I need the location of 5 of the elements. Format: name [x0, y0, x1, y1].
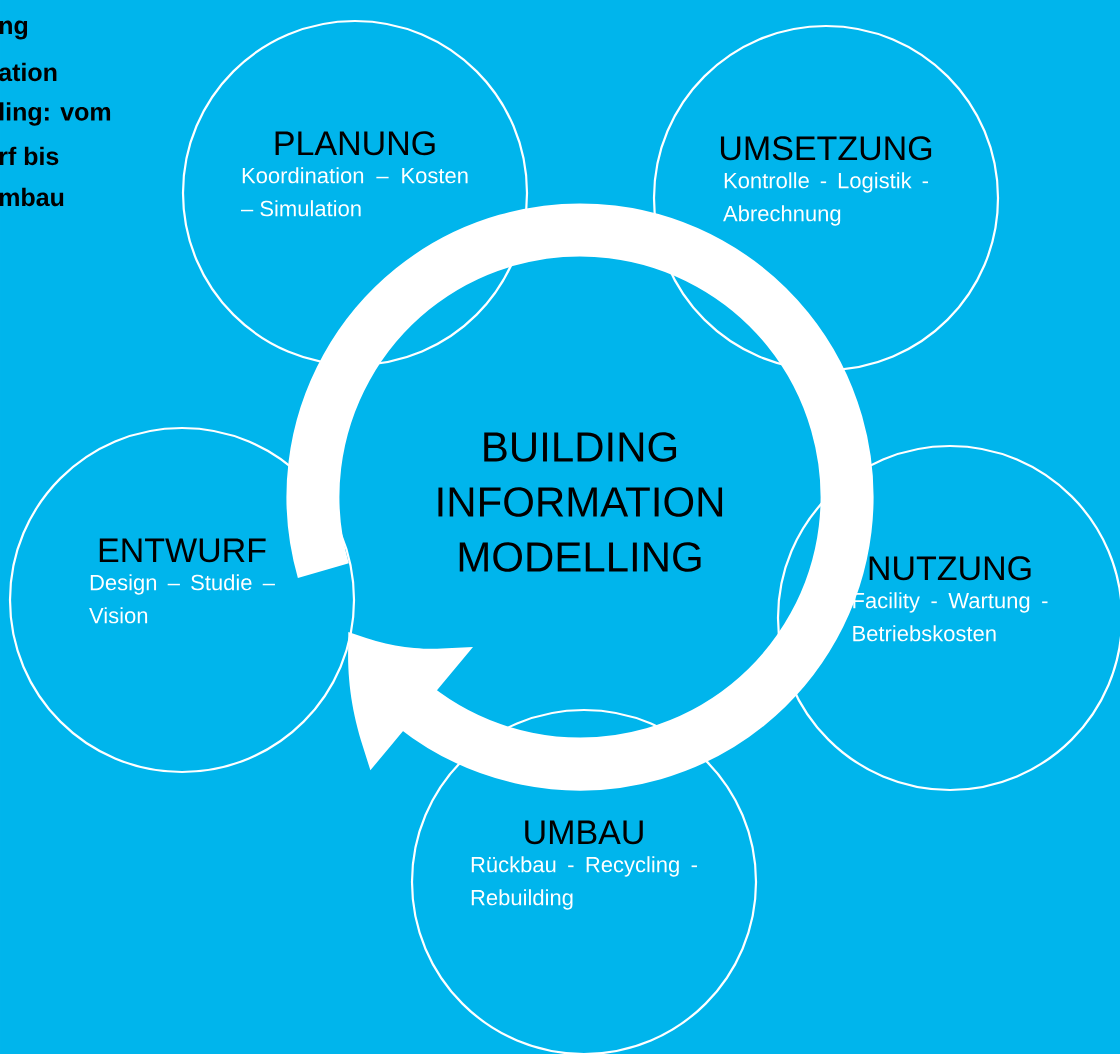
heading-text: ng [0, 20, 28, 40]
center-title: BUILDING INFORMATION MODELLING [438, 432, 723, 572]
heading-text: mbau [0, 187, 64, 207]
heading-text: ling: vom [0, 102, 111, 126]
heading-text: rf bis [0, 146, 59, 166]
